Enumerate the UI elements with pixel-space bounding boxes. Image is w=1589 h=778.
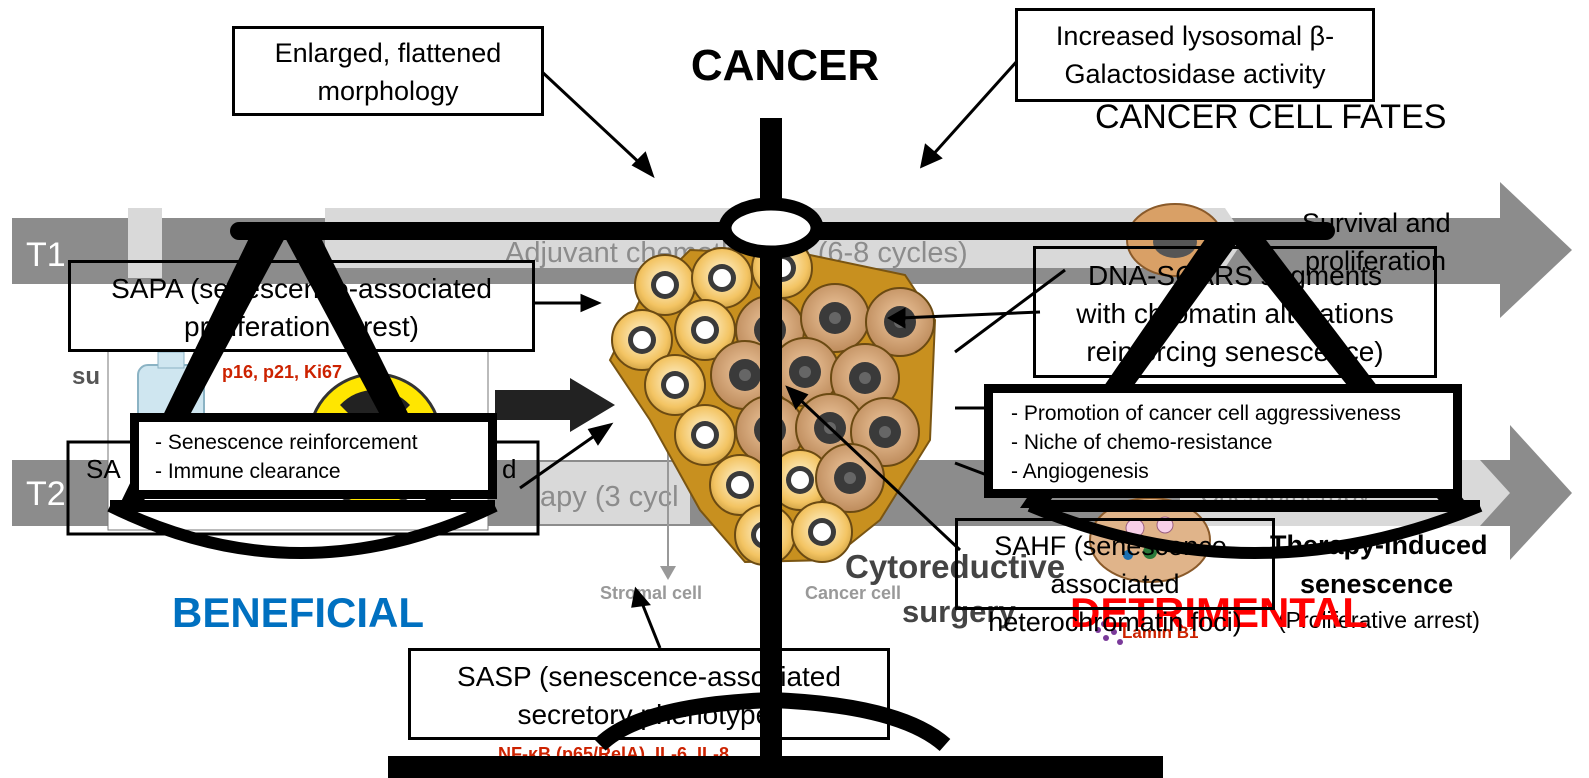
sasp-line-1: SASP (senescence-associated	[411, 658, 887, 696]
beneficial-label: BENEFICIAL	[172, 589, 424, 636]
big-arrow-icon	[495, 378, 615, 432]
marker-red-text: p16, p21, Ki67	[222, 362, 342, 382]
stromal-cell-label: Stromal cell	[600, 583, 702, 603]
morphology-callout: Enlarged, flattened morphology	[232, 26, 544, 116]
dna-scars-line-2: with chromatin alterations	[1036, 295, 1434, 333]
su-text: su	[72, 363, 100, 390]
beneficial-item-2: - Immune clearance	[155, 457, 488, 486]
beneficial-item-1: - Senescence reinforcement	[155, 428, 488, 457]
dna-scars-line-1: DNA-SCARS segments	[1036, 257, 1434, 295]
sa-fragment: SA	[86, 454, 121, 484]
t2-treatment-text: apy (3 cycl	[540, 481, 679, 513]
t2-label: T2	[26, 475, 66, 513]
detrimental-item-3: - Angiogenesis	[1011, 457, 1453, 486]
t1-arrow-head	[1500, 182, 1572, 318]
cancer-cell	[792, 502, 852, 562]
cancer-cell	[675, 405, 735, 465]
lysosomal-line-1: Increased lysosomal β-	[1018, 17, 1372, 55]
beneficial-box: - Senescence reinforcement - Immune clea…	[130, 413, 497, 499]
detrimental-item-1: - Promotion of cancer cell aggressivenes…	[1011, 399, 1453, 428]
sapa-line-1: SAPA (senescence-associated	[71, 270, 532, 308]
detrimental-item-2: - Niche of chemo-resistance	[1011, 428, 1453, 457]
cancer-cell-label: Cancer cell	[805, 583, 901, 603]
dna-scars-callout: DNA-SCARS segments with chromatin altera…	[1033, 246, 1437, 378]
sahf-line-2: heterochromatin foci)	[958, 603, 1272, 641]
t2-arrow-head	[1510, 425, 1572, 560]
sasp-line-2: secretory phenotype)	[411, 696, 887, 734]
lysosomal-line-2: Galactosidase activity	[1018, 55, 1372, 93]
arrow-lysosomal	[930, 60, 1018, 158]
lysosomal-callout: Increased lysosomal β- Galactosidase act…	[1015, 8, 1375, 102]
sahf-callout: SAHF (senescence-associated heterochroma…	[955, 518, 1275, 610]
d-fragment: d	[502, 454, 516, 484]
cancer-cell	[692, 248, 752, 308]
detrimental-box: - Promotion of cancer cell aggressivenes…	[984, 384, 1462, 498]
stromal-pointer-head	[660, 566, 676, 580]
morphology-line-1: Enlarged, flattened	[235, 34, 541, 72]
diagram-title: CANCER	[691, 41, 879, 90]
sapa-line-2: proliferation arrest)	[71, 308, 532, 346]
fates-title: CANCER CELL FATES	[1095, 98, 1446, 136]
t1-label: T1	[26, 236, 66, 274]
sasp-callout: SASP (senescence-associated secretory ph…	[408, 648, 890, 740]
sapa-callout: SAPA (senescence-associated proliferatio…	[68, 260, 535, 352]
dna-scars-line-3: reinforcing senescence)	[1036, 333, 1434, 371]
morphology-line-2: morphology	[235, 72, 541, 110]
sahf-line-1: SAHF (senescence-associated	[958, 527, 1272, 603]
arrow-morphology	[540, 70, 645, 168]
